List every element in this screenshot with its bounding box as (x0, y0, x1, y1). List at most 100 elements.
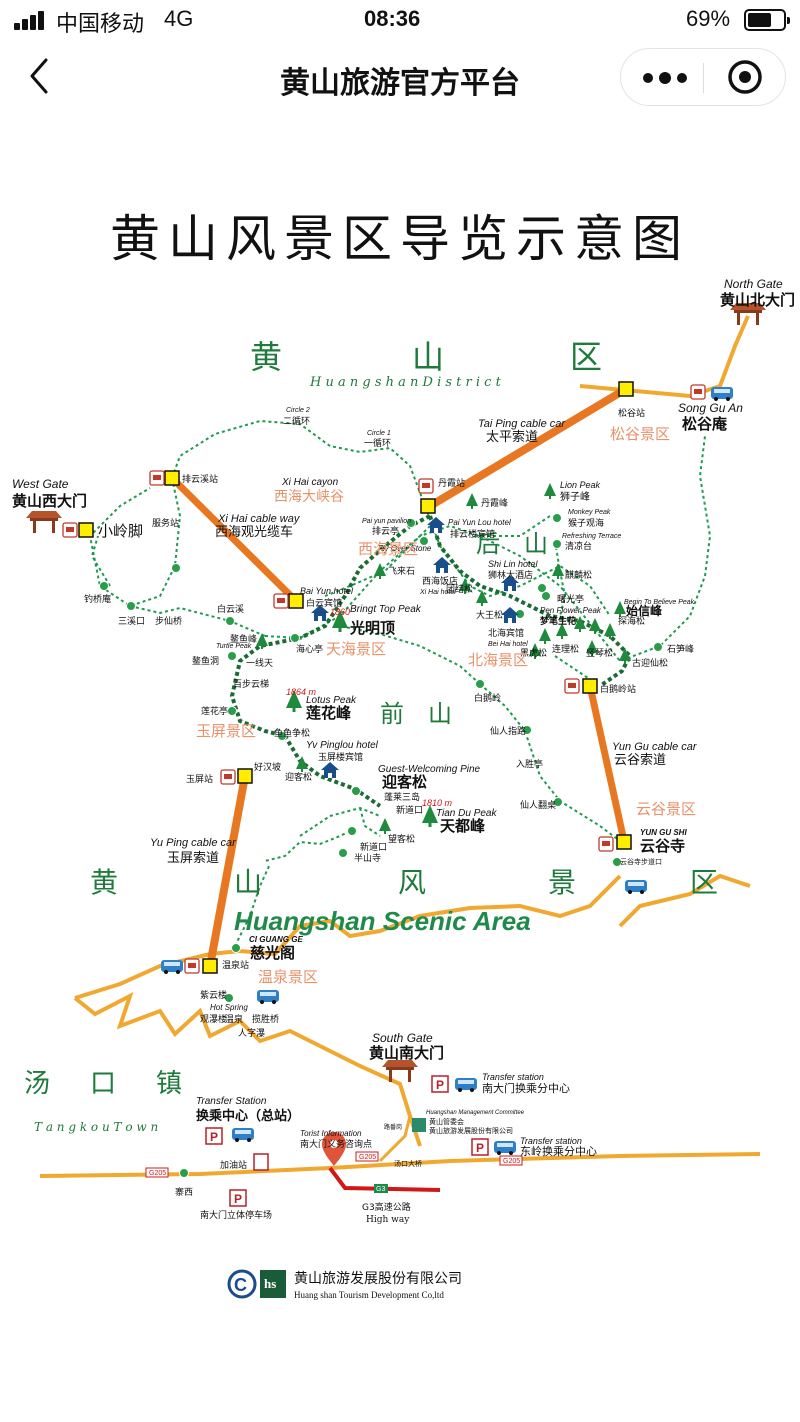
shixin-en: Begin To Believe Peak (624, 599, 695, 606)
center-transfer-en: Transfer Station (196, 1096, 267, 1107)
xihai-cable-en: Xi Hai cable way (217, 513, 301, 525)
danxia-station-marker (420, 498, 436, 514)
renzi-label: 人字瀑 (238, 1027, 265, 1039)
yungu-station-marker (616, 834, 632, 850)
more-button[interactable] (621, 49, 703, 105)
clock: 08:36 (364, 6, 421, 31)
baie-label: 白鹅岭 (474, 692, 501, 704)
mgmt-en: Huangshan Management Committee (426, 1110, 525, 1116)
info-cn: 南大门义务咨询点 (300, 1138, 372, 1150)
guangming-en: Bringt Top Peak (350, 604, 422, 615)
refreshing-cn: 清凉台 (565, 540, 592, 552)
yungu-cable-en: Yun Gu cable car (612, 741, 698, 753)
shilin-hotel-en: Shi Lin hotel (488, 559, 539, 569)
bus-icon (232, 1128, 254, 1142)
xindaokou2-label: 新道口 (360, 841, 387, 853)
scenic-ring-road (74, 874, 622, 1000)
tianxiang-label: 望客松 (388, 833, 415, 845)
yixiantian-label: 一线天 (246, 657, 273, 669)
g205-shield-c: G205 (503, 1158, 520, 1165)
yungu-walk-label: 云谷寺步道口 (620, 857, 662, 866)
cable-car-icon (690, 384, 706, 400)
cable-car-icon (62, 522, 78, 538)
guanpu-label: 观瀑楼 (200, 1013, 227, 1025)
tangkou-cn-3: 镇 (156, 1069, 182, 1099)
tuanjie-label: 团结松 (446, 583, 473, 595)
company-logo: C (227, 1269, 286, 1299)
fangyan-label: 仙人指路 (490, 725, 526, 737)
yuping-hotel-cn: 玉屏楼宾馆 (318, 751, 363, 763)
dongling-transfer-cn: 东岭换乘分中心 (520, 1144, 597, 1158)
map-title: 黄山风景区导览示意图 (110, 210, 690, 268)
yuping-cable-en: Yu Ping cable car (150, 837, 237, 849)
xihai-cable-cn: 西海观光缆车 (215, 524, 293, 540)
g3-highway (328, 1166, 441, 1192)
jiayou-label: 加油站 (220, 1159, 247, 1171)
navigation-bar: 黄山旅游官方平台 (0, 40, 800, 116)
xihai-hotel-cn: 西海饭店 (422, 575, 458, 587)
xiaolingjiao-label: 小岭脚 (98, 522, 143, 540)
scenic-cn-2: 山 (234, 866, 262, 899)
shuguang-label: 曙光亭 (557, 593, 584, 605)
south-gate-cn: 黄山南大门 (369, 1044, 444, 1062)
g3-cn: G3高速公路 (362, 1201, 411, 1213)
lanqiao-label: 揽胜桥 (252, 1013, 279, 1025)
zone-yuping: 玉屏景区 (196, 722, 256, 740)
capsule-divider (703, 63, 704, 93)
yingke-en: Guest-Welcoming Pine (378, 764, 481, 775)
qianshan-label: 前 山 (380, 700, 452, 728)
mini-program-capsule (620, 48, 786, 106)
paiyun-en: Pai yun pavilion (362, 518, 411, 525)
fuwuzhan-label: 服务站 (152, 517, 179, 529)
cable-car-icon (220, 769, 236, 785)
bibi-en: Pen Flower Peak (540, 606, 602, 615)
ziyun-label: 紫云楼 (200, 989, 227, 1001)
yuping-cable-cn: 玉屏索道 (167, 851, 219, 866)
yuyu-label: 鱼鱼争松 (274, 727, 310, 739)
aoyudong-label: 鳌鱼洞 (192, 655, 219, 667)
back-button[interactable] (22, 54, 62, 98)
tangkou-spur (378, 1115, 412, 1163)
road-shields (145, 1151, 523, 1193)
shilin-hotel-cn: 狮林大酒店 (488, 569, 533, 581)
hotspring-en: Hot Spring (210, 1003, 248, 1012)
yungu-cableway (586, 685, 628, 842)
cable-car-icon (149, 470, 165, 486)
yungu-cable-cn: 云谷索道 (614, 753, 666, 768)
parking-icon (471, 1138, 489, 1156)
shizi-peak-icon (544, 483, 556, 499)
signal-strength-icon (14, 10, 48, 30)
paiyunxi-station-label: 排云溪站 (182, 473, 218, 485)
dawang-label: 大王松 (476, 609, 503, 621)
zone-xihai: 西海景区 (358, 540, 418, 558)
zhaixi-label: 寨西 (175, 1186, 193, 1198)
monkey-en: Monkey Peak (568, 509, 611, 516)
yingke-cn: 迎客松 (382, 773, 427, 791)
aoyu-label: 鳌鱼峰 (230, 633, 257, 645)
songgu-station-marker (618, 381, 634, 397)
paiyunlou-cn: 排云楼宾馆 (450, 528, 495, 540)
zone-yungu: 云谷景区 (636, 800, 696, 818)
hotspring-cn: 温泉 (225, 1013, 243, 1025)
rusheng-label: 入胜亭 (516, 758, 543, 770)
district-cn-3: 区 (570, 338, 602, 376)
bibi-cn: 梦笔生花 (540, 615, 576, 627)
xihai-hotel-icon (433, 557, 451, 573)
mgmt-cn-1: 黄山管委会 (429, 1117, 464, 1126)
scenic-cn-1: 黄 (90, 866, 118, 899)
wenquan-station-marker (202, 958, 218, 974)
district-cn-1: 黄 (250, 338, 282, 376)
houshan-label: 后 山 (476, 530, 548, 558)
g205-shield-a: G205 (149, 1170, 166, 1177)
ciguangge-en: CI GUANG GE (249, 935, 303, 944)
xihai-canyon-en: Xi Hai cayon (281, 477, 339, 488)
mgmt-cn-2: 黄山旅游发展股份有限公司 (429, 1126, 513, 1135)
main-routes (229, 514, 633, 808)
scenic-cn-3: 风 (398, 866, 426, 899)
xihai-hotel-en: Xi Hai hotel (419, 589, 456, 596)
close-button[interactable] (717, 49, 777, 105)
tiandu-elev: 1810 m (422, 798, 453, 808)
paiyunxi-station-marker (164, 470, 180, 486)
yungusi-en: YUN GU SHI (640, 828, 687, 837)
logo-letters: hs (264, 1276, 276, 1291)
